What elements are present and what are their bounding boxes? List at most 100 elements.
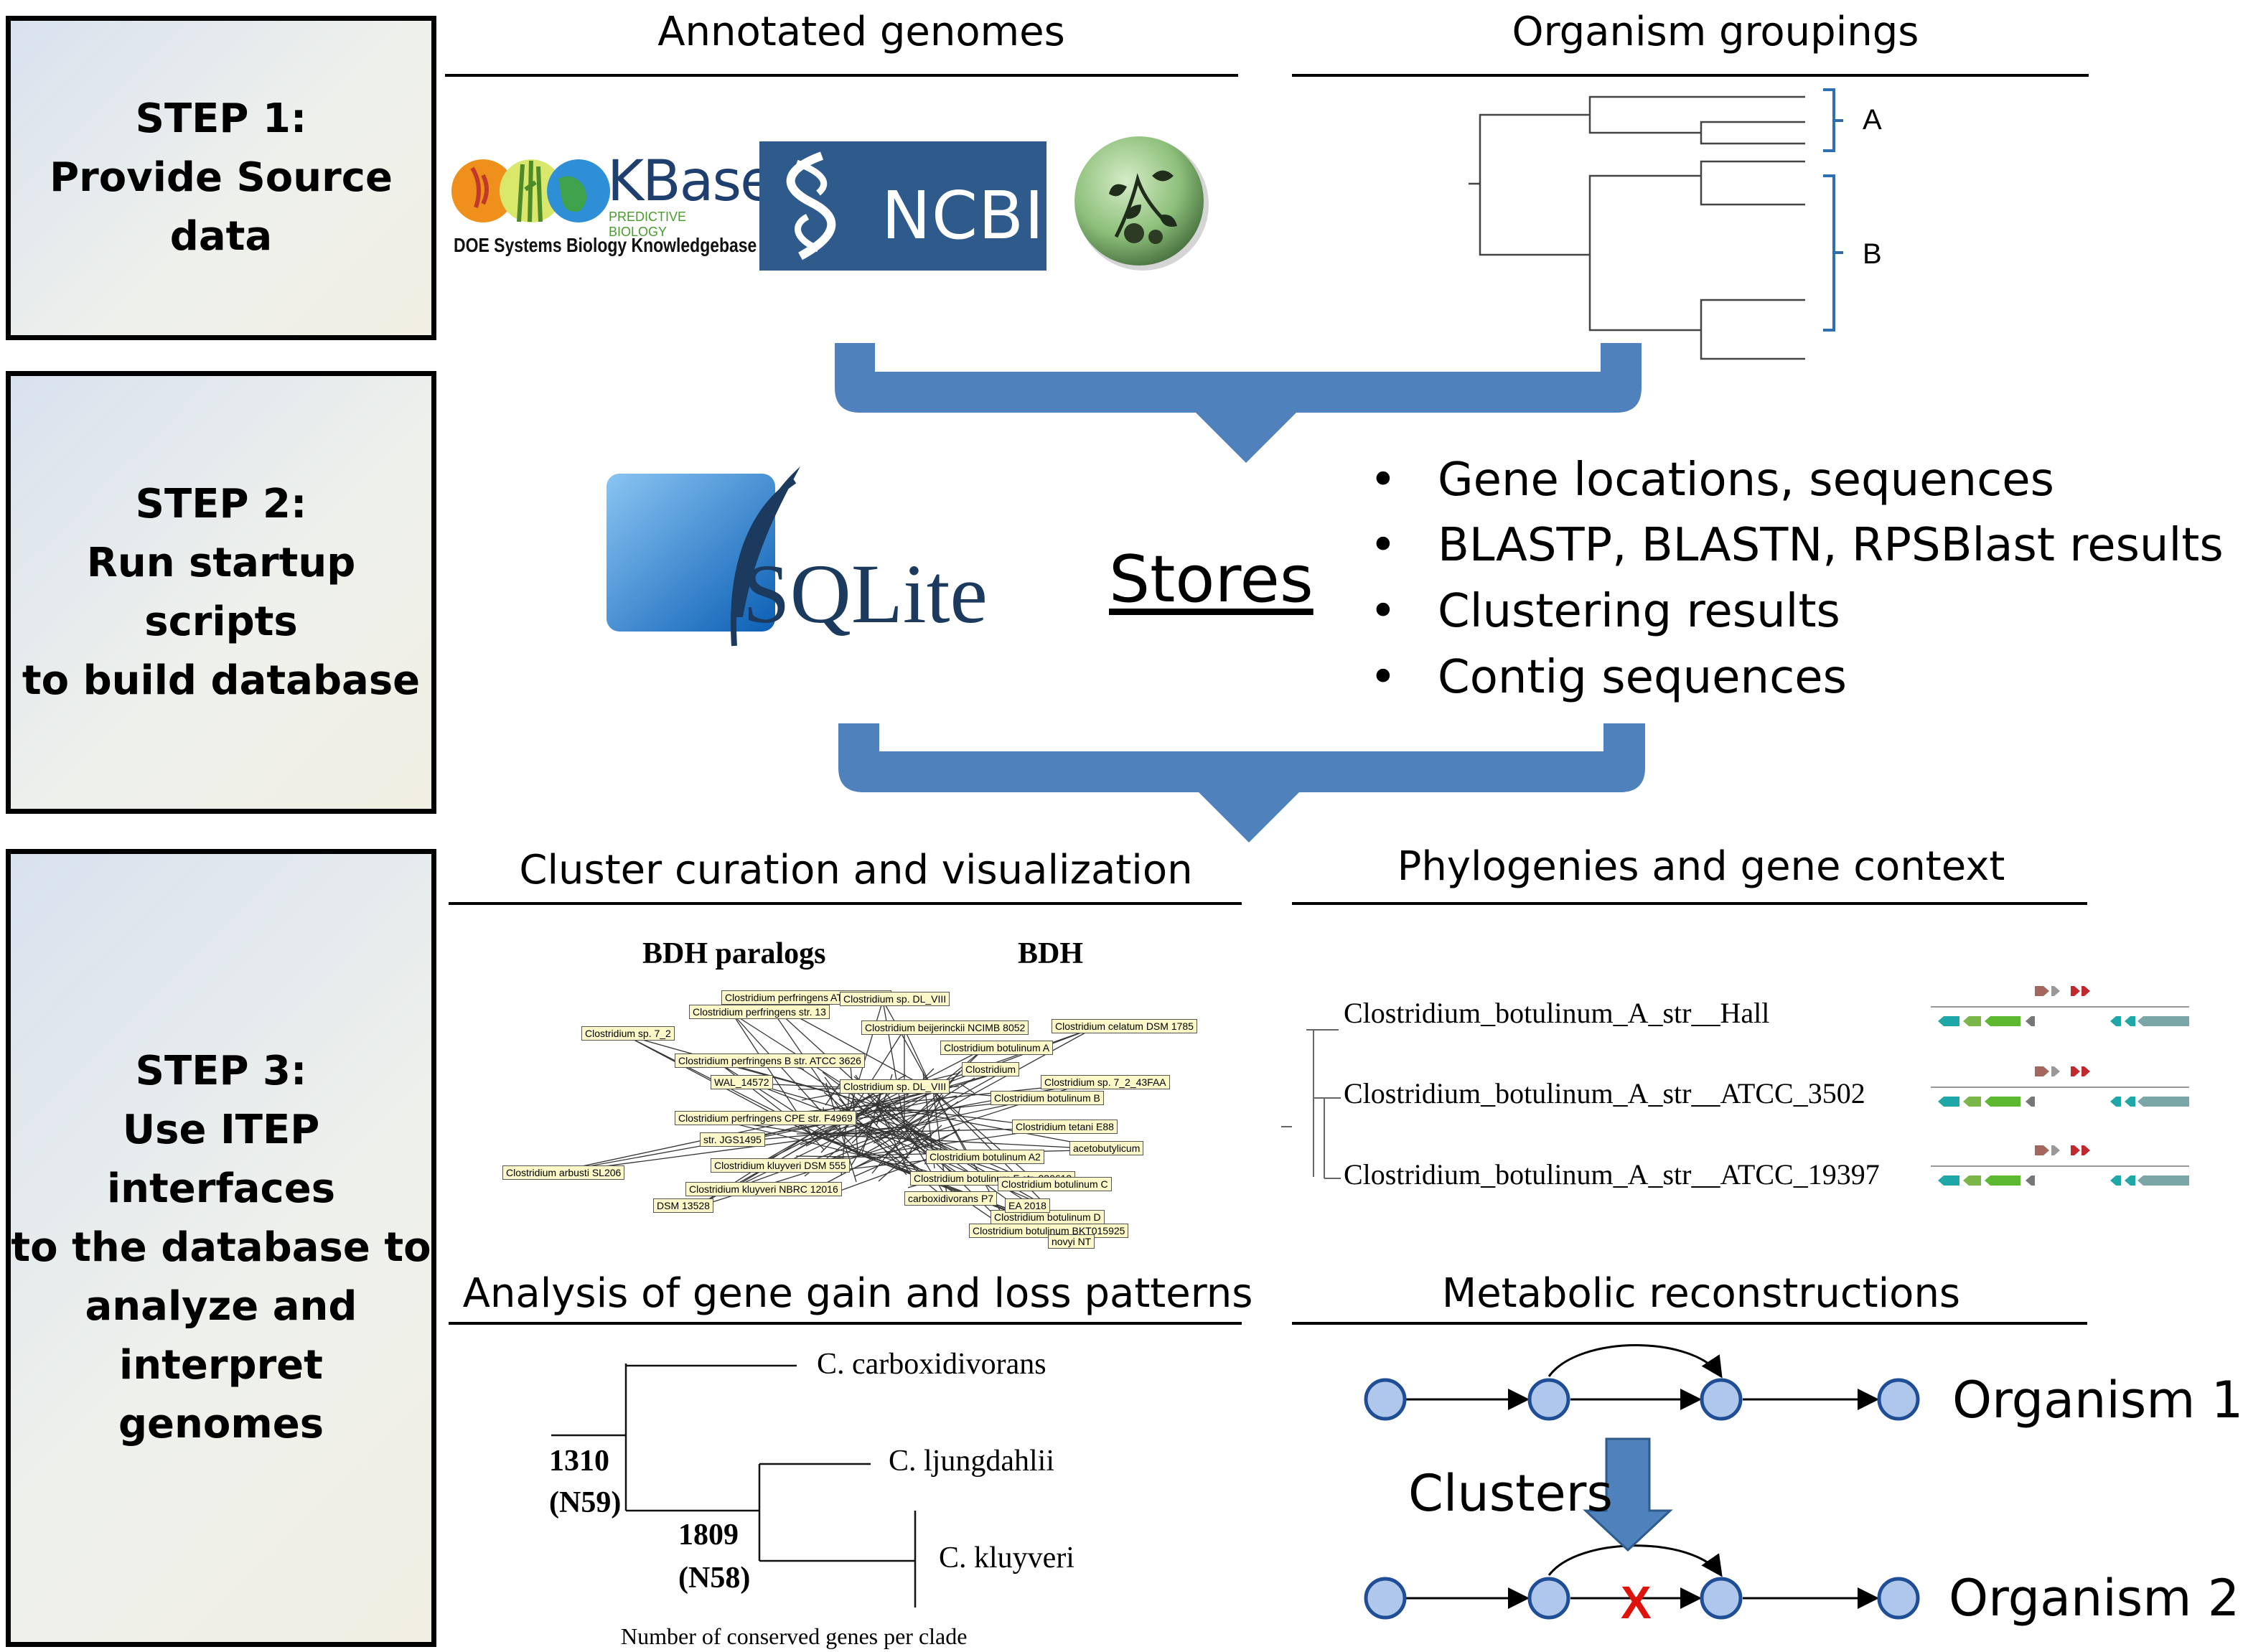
stored-item-label: Contig sequences xyxy=(1438,651,1847,704)
kbase-logo: KBase PREDICTIVE BIOLOGY DOE Systems Bio… xyxy=(451,144,774,266)
plant-emblem-icon xyxy=(1074,136,1209,271)
step-3-box: STEP 3: Use ITEP interfaces to the datab… xyxy=(6,849,436,1647)
step-2-text: STEP 2: Run startup scripts to build dat… xyxy=(11,475,431,710)
gene-arrow xyxy=(2026,1097,2035,1107)
step-3-line: analyze and xyxy=(85,1283,357,1330)
gain-loss-header: Analysis of gene gain and loss patterns xyxy=(462,1270,1253,1317)
bullet-icon: • xyxy=(1369,585,1397,638)
organism-groupings-header: Organism groupings xyxy=(1512,9,1919,55)
gene-arrow xyxy=(2082,1066,2090,1076)
kbase-circles-icon xyxy=(451,159,610,222)
gain-loss-taxon: C. kluyveri xyxy=(939,1541,1074,1574)
group-label-a: A xyxy=(1863,104,1882,136)
gene-arrow xyxy=(1963,1097,1981,1107)
group-label-b: B xyxy=(1863,238,1882,270)
gene-arrow xyxy=(2137,1175,2189,1186)
metabolic-header: Metabolic reconstructions xyxy=(1441,1270,1961,1317)
network-node-label: Clostridium botulinum B xyxy=(991,1091,1104,1105)
gene-arrow xyxy=(2137,1016,2189,1026)
gene-arrow xyxy=(2026,1016,2035,1026)
bullet-icon: • xyxy=(1369,454,1397,507)
gene-arrow xyxy=(2035,1145,2049,1155)
node-count: 1310 xyxy=(549,1445,609,1478)
organism-2-label: Organism 2 xyxy=(1949,1569,2240,1628)
network-node-label: Clostridium botulinum A xyxy=(940,1041,1054,1055)
step-1-line: Provide Source xyxy=(50,154,393,201)
network-node-label: Clostridium sp. DL_VIII xyxy=(840,1079,950,1094)
gene-arrow xyxy=(2082,1145,2090,1155)
stores-label: Stores xyxy=(1109,542,1314,617)
bullet-icon: • xyxy=(1369,519,1397,572)
phylo-taxon: Clostridium_botulinum_A_str__ATCC_19397 xyxy=(1344,1158,1880,1191)
network-node-label: Clostridium perfringens B str. ATCC 3626 xyxy=(675,1053,865,1068)
gene-arrow xyxy=(1985,1097,2020,1107)
network-node-label: novyi NT xyxy=(1048,1234,1095,1249)
gene-arrow xyxy=(2051,986,2060,996)
gain-loss-taxon: C. ljungdahlii xyxy=(889,1445,1054,1478)
network-node-label: Clostridium tetani E88 xyxy=(1012,1120,1118,1134)
gene-arrow xyxy=(2071,986,2080,996)
gene-arrow xyxy=(2110,1175,2121,1186)
bullet-icon: • xyxy=(1369,651,1397,704)
stored-item: • Clustering results xyxy=(1369,585,1840,638)
network-node-label: Clostridium kluyveri DSM 555 xyxy=(711,1158,850,1173)
step-1-text: STEP 1: Provide Source data xyxy=(50,90,393,266)
metabolic-rule xyxy=(1292,1322,2087,1325)
network-node-label: DSM 13528 xyxy=(653,1198,713,1213)
node-id: (N59) xyxy=(549,1486,622,1519)
stored-item-label: BLASTP, BLASTN, RPSBlast results xyxy=(1438,519,2224,572)
gene-arrow xyxy=(1985,1175,2020,1186)
gene-arrow xyxy=(2051,1145,2060,1155)
metabolite-node xyxy=(1700,1577,1743,1620)
gene-arrow xyxy=(2026,1175,2035,1186)
gene-arrow xyxy=(2035,1066,2049,1076)
gene-arrow xyxy=(2125,1175,2135,1186)
cluster-curation-header: Cluster curation and visualization xyxy=(519,847,1193,893)
missing-reaction-mark: X xyxy=(1621,1577,1652,1628)
kbase-name: KBase xyxy=(607,149,774,214)
gain-loss-rule xyxy=(449,1322,1242,1325)
step-3-line: Use ITEP interfaces xyxy=(106,1107,336,1212)
step-2-line: to build database xyxy=(22,657,421,704)
network-node-label: Clostridium botulinum C xyxy=(998,1177,1112,1191)
step-1-line: data xyxy=(169,213,273,260)
network-node-label: Clostridium celatum DSM 1785 xyxy=(1052,1019,1197,1033)
dna-helix-icon xyxy=(786,151,836,261)
step-2-title: STEP 2: xyxy=(135,480,307,527)
sqlite-feather-icon xyxy=(607,466,800,647)
gene-arrow xyxy=(2125,1097,2135,1107)
network-node-label: EA 2018 xyxy=(1005,1198,1050,1213)
gene-arrow xyxy=(1938,1097,1959,1107)
gene-arrow xyxy=(1985,1016,2020,1026)
metabolite-node xyxy=(1364,1577,1407,1620)
stored-item-label: Clustering results xyxy=(1438,585,1840,638)
network-node-label: WAL_14572 xyxy=(711,1075,773,1089)
gene-arrow xyxy=(2051,1066,2060,1076)
step-3-line: to the database to xyxy=(11,1224,431,1271)
network-node-label: Clostridium sp. 7_2_43FAA xyxy=(1041,1075,1170,1089)
step-3-line: interpret genomes xyxy=(118,1342,324,1447)
step-3-title: STEP 3: xyxy=(135,1048,307,1094)
step-2-box: STEP 2: Run startup scripts to build dat… xyxy=(6,371,436,814)
network-node-label: Clostridium beijerinckii NCIMB 8052 xyxy=(861,1020,1029,1035)
gene-arrow xyxy=(2082,986,2090,996)
ncbi-name: NCBI xyxy=(881,177,1045,254)
network-node-label: carboxidivorans P7 xyxy=(904,1191,998,1206)
stored-item: • Contig sequences xyxy=(1369,651,1847,704)
gene-arrow xyxy=(2071,1066,2080,1076)
kbase-tagline: PREDICTIVE BIOLOGY xyxy=(609,210,687,239)
annotated-genomes-rule xyxy=(445,74,1238,77)
gene-arrow xyxy=(1938,1016,1959,1026)
gene-arrow xyxy=(2137,1097,2189,1107)
stored-item: • BLASTP, BLASTN, RPSBlast results xyxy=(1369,519,2224,572)
network-title-bdh: BDH xyxy=(1018,937,1084,970)
seed-logo xyxy=(1073,136,1217,280)
metabolite-node xyxy=(1527,1577,1570,1620)
network-node-label: Clostridium perfringens CPE str. F4969 xyxy=(675,1111,856,1125)
metabolite-node xyxy=(1364,1378,1407,1421)
gene-arrow xyxy=(2035,986,2049,996)
node-count: 1809 xyxy=(678,1519,739,1552)
step-1-box: STEP 1: Provide Source data xyxy=(6,16,436,340)
network-node-label: Clostridium botulinum A2 xyxy=(926,1150,1044,1164)
ncbi-logo: NCBI xyxy=(759,141,1046,271)
